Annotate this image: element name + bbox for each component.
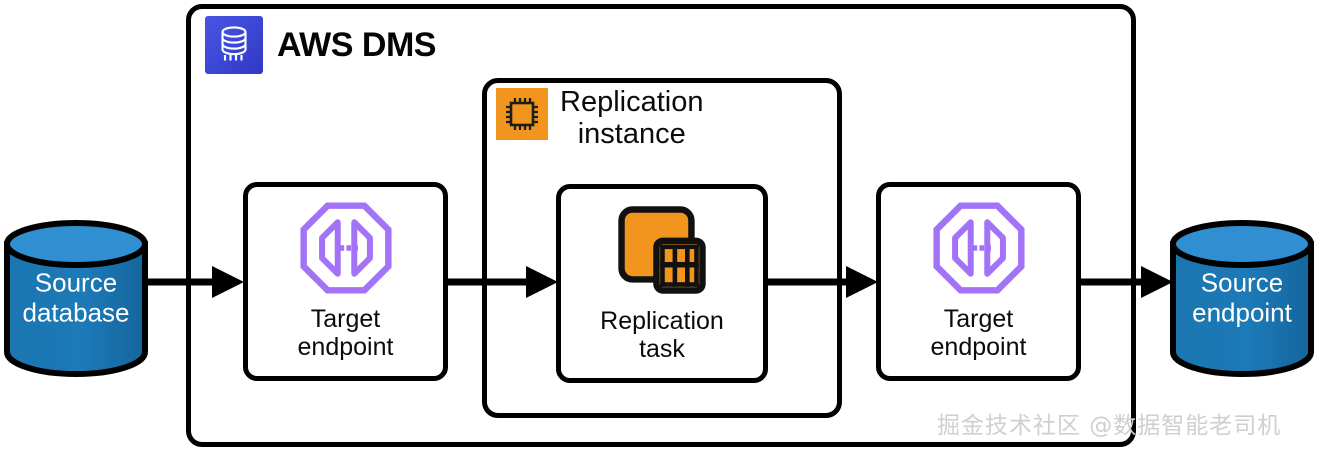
arrow-target-endpoint-2-to-source-endpoint xyxy=(1077,266,1173,298)
aws-dms-header: AWS DMS xyxy=(205,16,436,74)
arrow-source-database-to-target-endpoint-1 xyxy=(148,266,244,298)
replication-instance-title: Replication instance xyxy=(560,86,704,151)
source-endpoint-cylinder: Source endpoint xyxy=(1168,219,1316,377)
source-database-cylinder: Source database xyxy=(2,219,150,377)
target-endpoint-1-label: Target endpoint xyxy=(297,304,394,361)
database-icon xyxy=(205,16,263,74)
cpu-chip-icon xyxy=(496,88,548,140)
replication-task-icon xyxy=(616,204,708,301)
aws-dms-container xyxy=(186,4,1136,447)
replication-instance-header: Replication instance xyxy=(496,86,704,151)
replication-task-label: Replication task xyxy=(600,306,724,363)
watermark-text: 掘金技术社区 @数据智能老司机 xyxy=(937,413,1282,439)
endpoint-octagon-icon xyxy=(299,202,392,299)
replication-instance-container xyxy=(482,78,842,418)
replication-task-box[interactable]: Replication task xyxy=(556,184,768,383)
target-endpoint-2-box[interactable]: Target endpoint xyxy=(876,182,1081,381)
endpoint-octagon-icon xyxy=(932,202,1025,299)
target-endpoint-2-label: Target endpoint xyxy=(930,304,1027,361)
arrow-target-endpoint-1-to-replication-task xyxy=(444,266,558,298)
aws-dms-title: AWS DMS xyxy=(277,25,436,64)
target-endpoint-1-box[interactable]: Target endpoint xyxy=(243,182,448,381)
